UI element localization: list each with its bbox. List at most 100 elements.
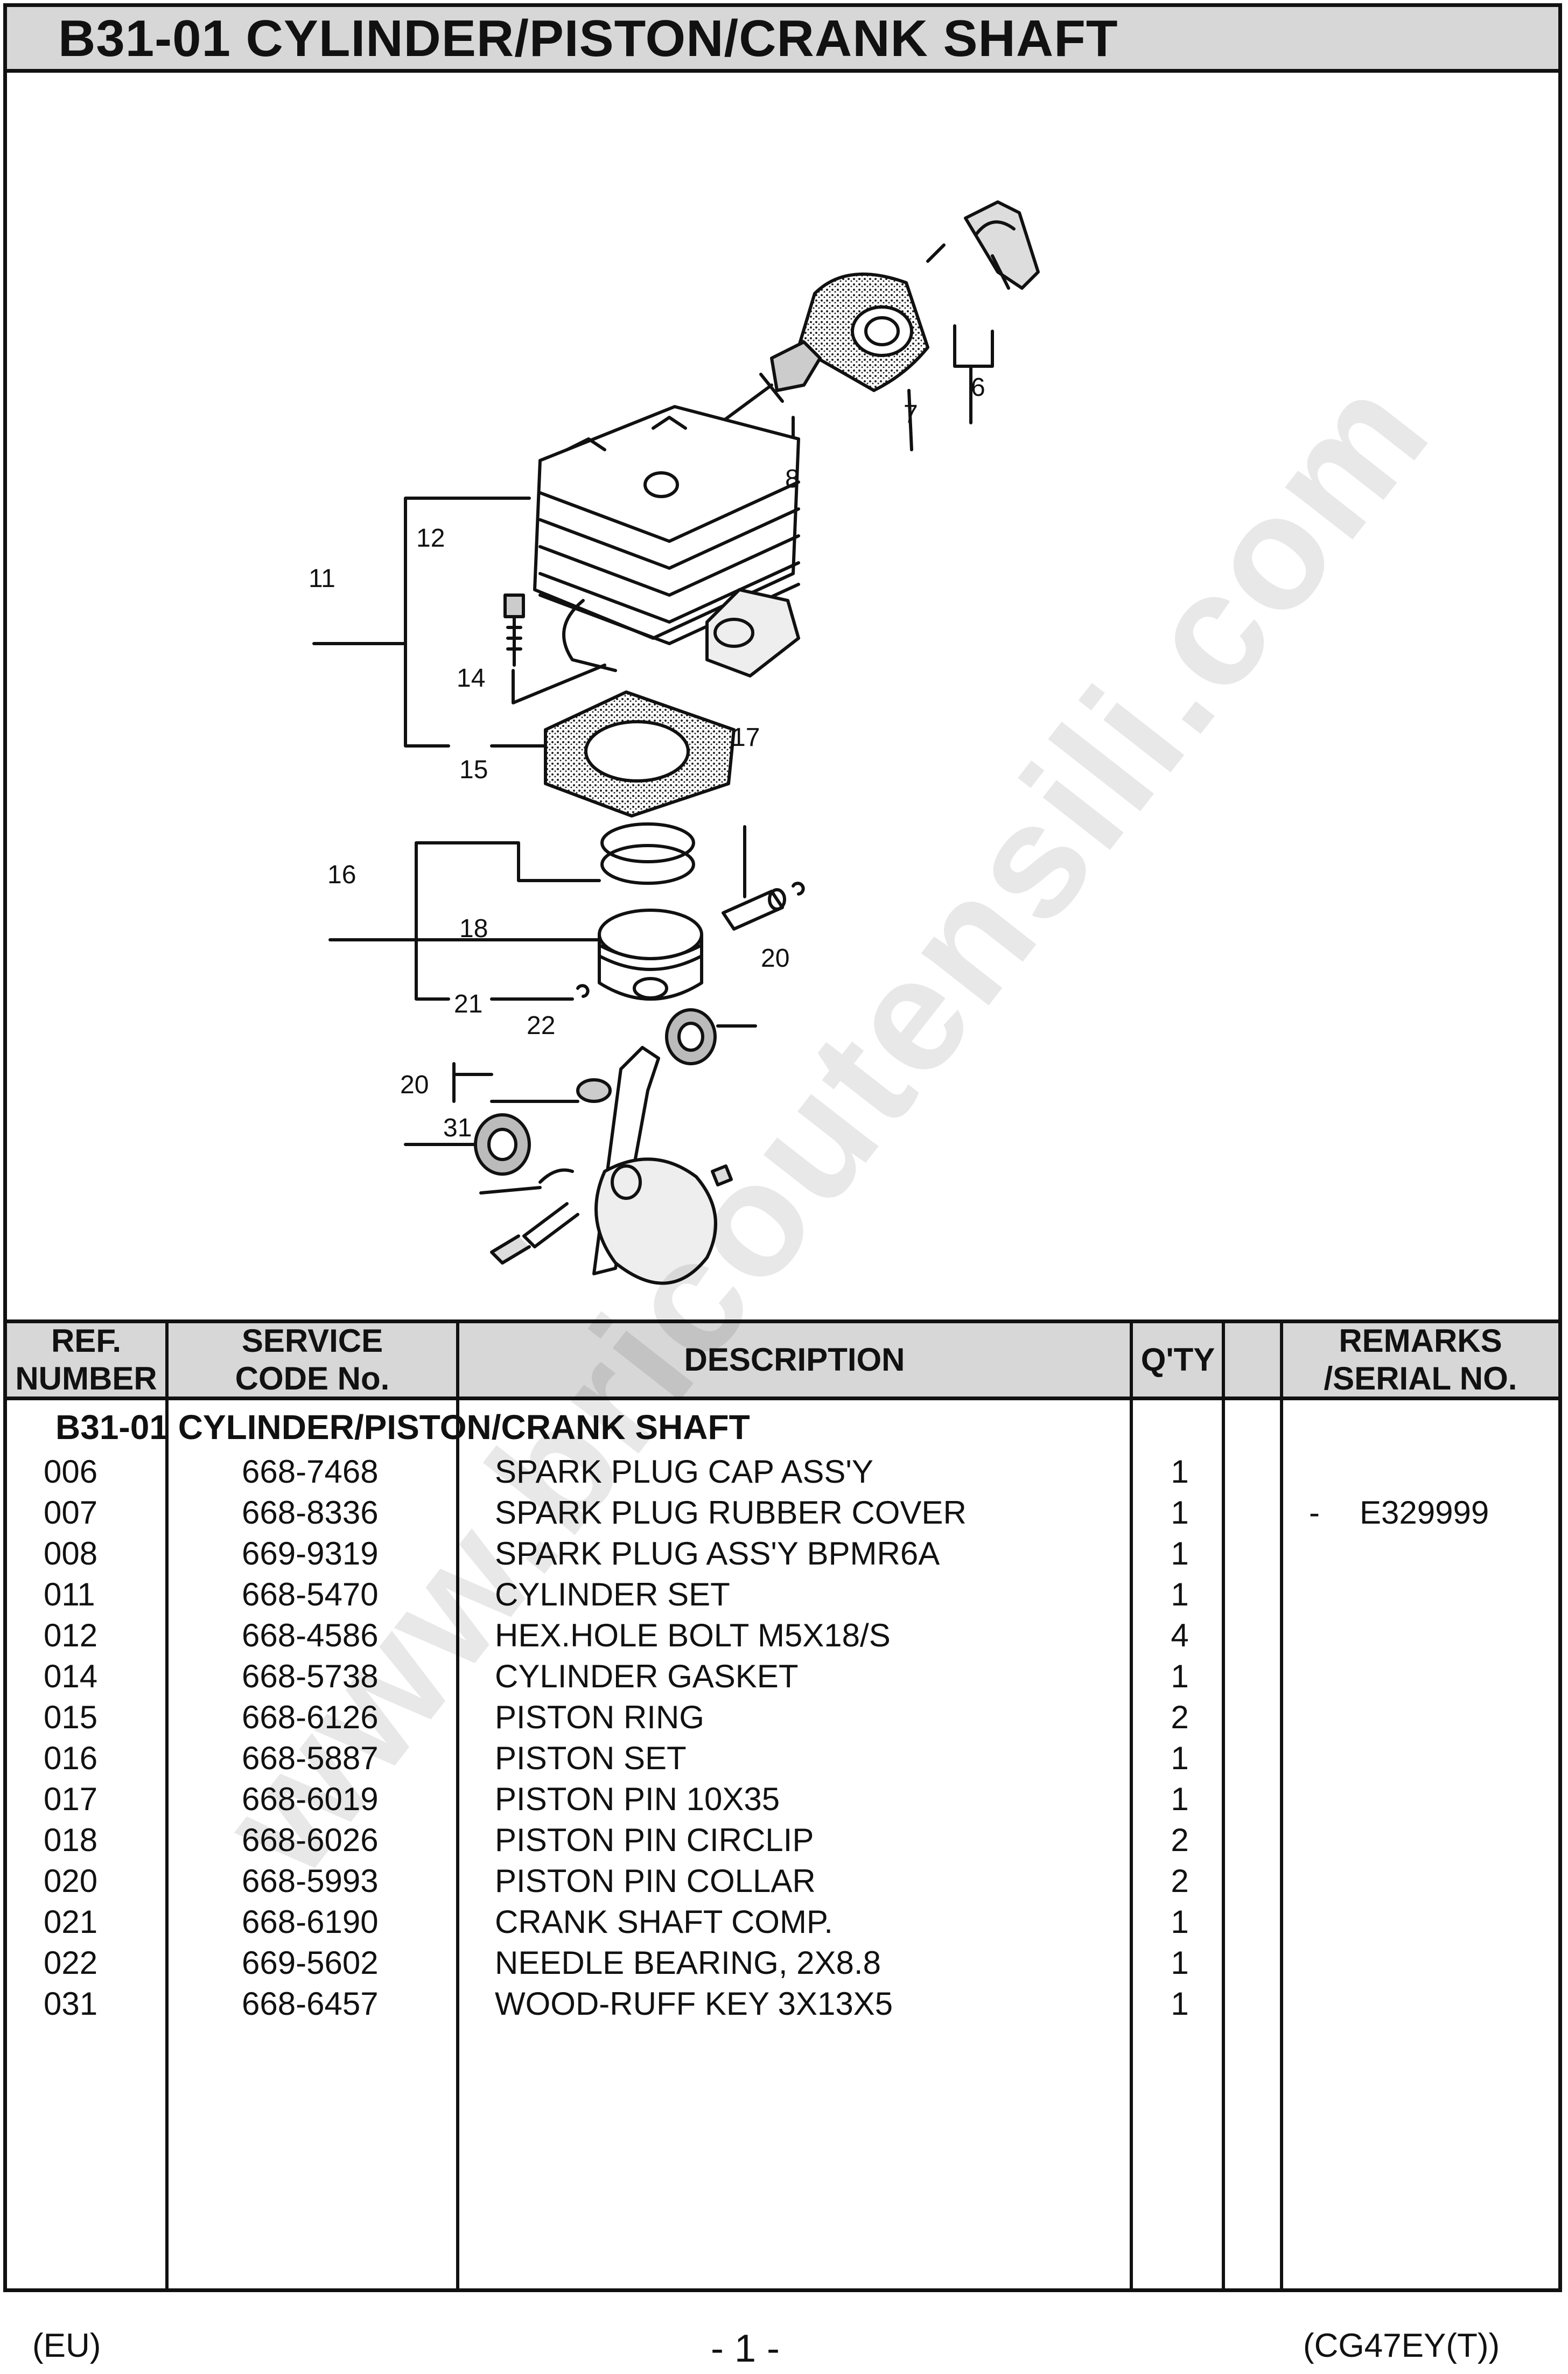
- table-row: 015 668-6126 PISTON RING 2: [7, 1698, 1558, 1737]
- row-service-code: 669-9319: [242, 1535, 379, 1572]
- footer-page-number: - 1 -: [711, 2327, 780, 2370]
- callout-20-top: 20: [761, 944, 789, 973]
- hex-bolt-part: [503, 594, 525, 667]
- needle-bearing-part: [576, 1078, 612, 1103]
- row-ref: 031: [44, 1986, 98, 2022]
- row-ref: 022: [44, 1945, 98, 1981]
- callout-17: 17: [731, 723, 760, 752]
- callout-8: 8: [785, 465, 800, 493]
- row-description: HEX.HOLE BOLT M5X18/S: [495, 1617, 891, 1653]
- column-divider: [1222, 1319, 1225, 2288]
- row-qty: 1: [1171, 1454, 1189, 1490]
- row-description: WOOD-RUFF KEY 3X13X5: [495, 1986, 893, 2022]
- row-description: NEEDLE BEARING, 2X8.8: [495, 1945, 881, 1981]
- header-service-code: SERVICE CODE No.: [235, 1323, 390, 1397]
- row-service-code: 668-8336: [242, 1495, 379, 1531]
- header-ref-number: REF. NUMBER: [15, 1323, 157, 1397]
- row-qty: 1: [1171, 1576, 1189, 1612]
- exploded-diagram: 6 7 8 11 12 14 15 16 17 18 20 20 21 22 3…: [7, 73, 1558, 1323]
- row-ref: 006: [44, 1454, 98, 1490]
- piston-rings-part: [600, 822, 695, 885]
- cylinder-part: [533, 405, 800, 678]
- header-description: DESCRIPTION: [684, 1342, 905, 1378]
- callout-6: 6: [971, 373, 985, 402]
- row-description: SPARK PLUG RUBBER COVER: [495, 1495, 967, 1531]
- row-service-code: 668-5887: [242, 1740, 379, 1776]
- piston-pin-collar-part-bottom: [474, 1113, 531, 1176]
- row-service-code: 668-4586: [242, 1617, 379, 1653]
- row-ref: 018: [44, 1822, 98, 1858]
- row-qty: 1: [1171, 1495, 1189, 1531]
- table-row: 014 668-5738 CYLINDER GASKET 1: [7, 1657, 1558, 1696]
- row-description: CYLINDER SET: [495, 1576, 730, 1612]
- row-service-code: 668-6126: [242, 1699, 379, 1735]
- row-description: CYLINDER GASKET: [495, 1658, 799, 1694]
- row-qty: 1: [1171, 1535, 1189, 1572]
- row-qty: 2: [1171, 1699, 1189, 1735]
- row-description: SPARK PLUG ASS'Y BPMR6A: [495, 1535, 940, 1572]
- table-row: 031 668-6457 WOOD-RUFF KEY 3X13X5 1: [7, 1984, 1558, 2024]
- table-row: 008 669-9319 SPARK PLUG ASS'Y BPMR6A 1: [7, 1534, 1558, 1574]
- row-ref: 020: [44, 1863, 98, 1899]
- page-title: B31-01 CYLINDER/PISTON/CRANK SHAFT: [58, 10, 1118, 67]
- row-ref: 008: [44, 1535, 98, 1572]
- piston-pin-part: [722, 888, 786, 931]
- row-service-code: 668-7468: [242, 1454, 379, 1490]
- row-ref: 007: [44, 1495, 98, 1531]
- column-divider: [456, 1319, 459, 2288]
- footer-region: (EU): [32, 2327, 101, 2364]
- header-qty: Q'TY: [1140, 1342, 1215, 1378]
- table-header: REF. NUMBER SERVICE CODE No. DESCRIPTION…: [7, 1319, 1558, 1400]
- row-service-code: 668-6457: [242, 1986, 379, 2022]
- callout-20-bottom: 20: [400, 1071, 429, 1099]
- row-service-code: 669-5602: [242, 1945, 379, 1981]
- callout-15: 15: [459, 756, 488, 784]
- row-service-code: 668-5470: [242, 1576, 379, 1612]
- header-remarks: REMARKS /SERIAL NO.: [1324, 1323, 1517, 1397]
- row-service-code: 668-5993: [242, 1863, 379, 1899]
- column-divider: [165, 1319, 169, 2288]
- callout-22: 22: [527, 1011, 555, 1040]
- row-description: PISTON PIN 10X35: [495, 1781, 780, 1817]
- row-qty: 1: [1171, 1781, 1189, 1817]
- footer-model: (CG47EY(T)): [1303, 2327, 1500, 2364]
- row-qty: 1: [1171, 1658, 1189, 1694]
- row-ref: 017: [44, 1781, 98, 1817]
- table-row: 006 668-7468 SPARK PLUG CAP ASS'Y 1: [7, 1452, 1558, 1492]
- row-ref: 016: [44, 1740, 98, 1776]
- row-service-code: 668-5738: [242, 1658, 379, 1694]
- rubber-cover-part: [797, 273, 929, 392]
- spark-plug-cap-part: [964, 200, 1040, 290]
- row-qty: 4: [1171, 1617, 1189, 1653]
- callout-7: 7: [904, 400, 918, 429]
- row-service-code: 668-6026: [242, 1822, 379, 1858]
- callout-16: 16: [327, 861, 356, 889]
- row-ref: 015: [44, 1699, 98, 1735]
- row-remarks: E329999: [1360, 1495, 1489, 1531]
- piston-part: [598, 909, 703, 1001]
- row-ref: 021: [44, 1904, 98, 1940]
- row-description: PISTON SET: [495, 1740, 687, 1776]
- callout-14: 14: [457, 664, 485, 693]
- row-ref: 014: [44, 1658, 98, 1694]
- row-description: PISTON PIN CIRCLIP: [495, 1822, 814, 1858]
- row-qty: 1: [1171, 1986, 1189, 2022]
- column-divider: [1280, 1319, 1283, 2288]
- row-description: PISTON PIN COLLAR: [495, 1863, 816, 1899]
- callout-18: 18: [459, 914, 488, 943]
- row-description: CRANK SHAFT COMP.: [495, 1904, 833, 1940]
- exploded-view-drawing: 6 7 8 11 12 14 15 16 17 18 20 20 21 22 3…: [309, 200, 1040, 1285]
- column-divider: [1130, 1319, 1133, 2288]
- row-description: SPARK PLUG CAP ASS'Y: [495, 1454, 873, 1490]
- callout-31: 31: [443, 1114, 472, 1142]
- callout-11: 11: [309, 564, 335, 593]
- row-description: PISTON RING: [495, 1699, 704, 1735]
